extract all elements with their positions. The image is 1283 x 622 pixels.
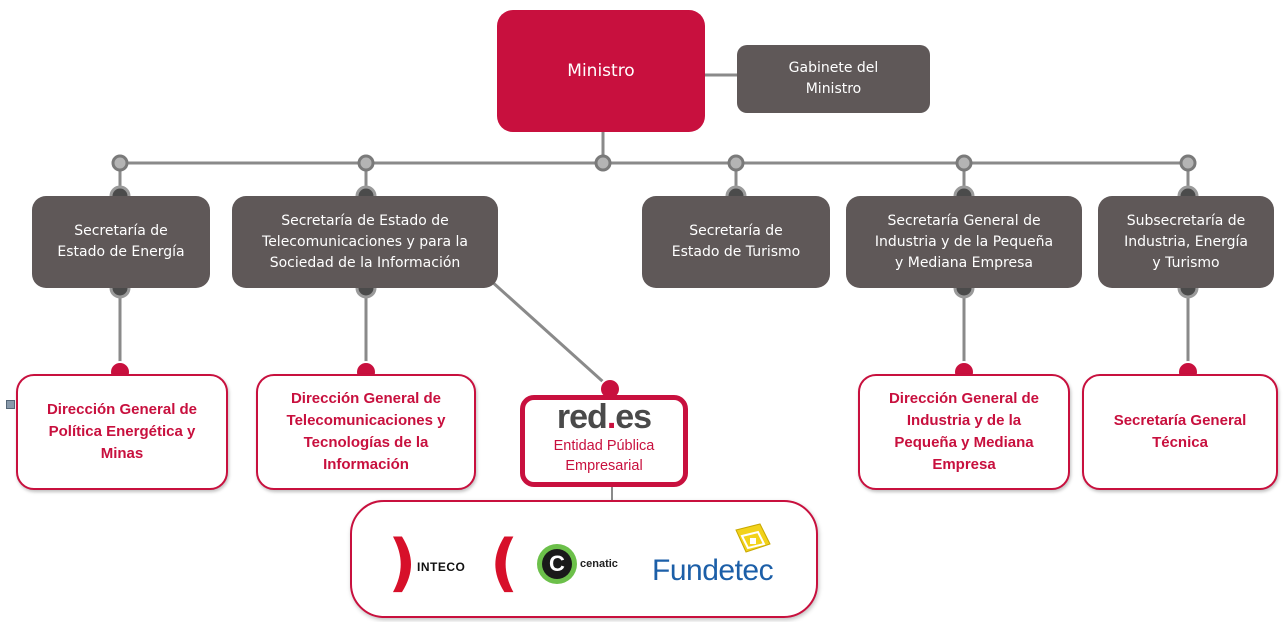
secretariat-industry: Secretaría General de Industria y de la … — [846, 196, 1082, 288]
redes-subtitle-line: Entidad Pública — [553, 438, 655, 454]
secretariat-label-line: Secretaría General de — [887, 212, 1041, 229]
directorate-label-line: Empresa — [932, 456, 996, 473]
redes-subtitle-line: Empresarial — [565, 458, 643, 474]
redes-entity-box: red.es Entidad Pública Empresarial — [520, 395, 688, 487]
directorate-label-line: Dirección General de — [46, 401, 198, 418]
secretariat-label-line: Industria, Energía — [1124, 233, 1248, 250]
secretariat-telecom: Secretaría de Estado de Telecomunicacion… — [232, 196, 498, 288]
secretariat-label-line: y Mediana Empresa — [895, 254, 1033, 271]
cenatic-logo-text: cenatic — [580, 558, 618, 570]
cabinet-label-line: Gabinete del — [788, 60, 879, 76]
directorate-label-line: Industria y de la — [906, 412, 1022, 429]
secretariat-label-line: y Turismo — [1152, 254, 1220, 271]
secretariat-label-line: Industria y de la Pequeña — [874, 233, 1054, 250]
directorate-label-line: Pequeña y Mediana — [894, 434, 1034, 451]
redes-logo: red.es — [556, 398, 652, 436]
cabinet-box: Gabinete del Ministro — [737, 45, 930, 113]
directorate-industry: Dirección General de Industria y de la P… — [858, 374, 1070, 490]
general-technical-secretariat: Secretaría General Técnica — [1082, 374, 1278, 490]
inteco-right-bracket-icon: ( — [490, 526, 519, 599]
secretariat-energy: Secretaría de Estado de Energía — [32, 196, 210, 288]
directorate-label-line: Información — [323, 456, 409, 473]
cenatic-logo-icon: C — [537, 544, 577, 584]
secretariat-label-line: Secretaría de — [689, 223, 783, 239]
fundetec-emblem-icon — [735, 523, 771, 553]
cabinet-label-line: Ministro — [805, 81, 862, 97]
secretariat-label-line: Telecomunicaciones y para la — [262, 233, 468, 250]
handle-marker-icon — [6, 400, 15, 409]
directorate-label-line: Secretaría General — [1113, 412, 1247, 429]
directorate-label-line: Técnica — [1152, 434, 1208, 451]
directorate-label-line: Dirección General de — [290, 390, 442, 407]
secretariat-label-line: Secretaría de Estado de — [281, 212, 449, 229]
directorate-telecom: Dirección General de Telecomunicaciones … — [256, 374, 476, 490]
directorate-label-line: Minas — [100, 445, 144, 462]
secretariat-label-line: Secretaría de — [74, 223, 168, 239]
minister-label: Ministro — [567, 61, 635, 81]
directorate-label-line: Política Energética y — [48, 423, 196, 440]
inteco-logo: INTECO — [417, 560, 466, 574]
dependent-entities-box: ) INTECO ( C cenatic Fundetec — [350, 500, 818, 618]
directorate-energy-policy: Dirección General de Política Energética… — [16, 374, 228, 490]
undersecretariat: Subsecretaría de Industria, Energía y Tu… — [1098, 196, 1274, 288]
secretariat-label-line: Sociedad de la Información — [269, 254, 461, 271]
secretariat-tourism: Secretaría de Estado de Turismo — [642, 196, 830, 288]
fundetec-logo: Fundetec — [652, 554, 774, 587]
secretariat-label-line: Estado de Energía — [57, 244, 185, 260]
directorate-label-line: Dirección General de — [888, 390, 1040, 407]
minister-box: Ministro — [497, 10, 705, 132]
secretariat-label-line: Estado de Turismo — [671, 244, 801, 260]
directorate-label-line: Tecnologías de la — [303, 434, 429, 451]
directorate-label-line: Telecomunicaciones y — [286, 412, 446, 429]
inteco-left-bracket-icon: ) — [388, 526, 417, 599]
secretariat-label-line: Subsecretaría de — [1126, 212, 1246, 229]
